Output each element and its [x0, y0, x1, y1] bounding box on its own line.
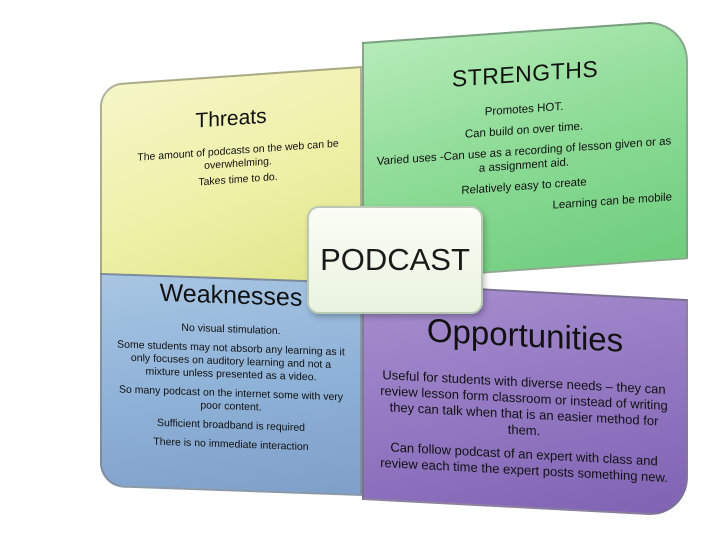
opportunities-item: Can follow podcast of an expert with cla… [380, 439, 668, 486]
opportunities-title: Opportunities [426, 311, 624, 359]
center-label: PODCAST [320, 242, 470, 277]
weaknesses-item: Some students may not absorb any learnin… [117, 338, 345, 384]
weaknesses-item: Sufficient broadband is required [156, 416, 306, 435]
strengths-title: STRENGTHS [451, 55, 599, 92]
center-label-box: PODCAST [307, 206, 483, 314]
weaknesses-item: No visual stimulation. [181, 321, 281, 338]
threats-title: Threats [195, 104, 267, 133]
opportunities-list: Useful for students with diverse needs –… [380, 367, 668, 494]
threats-list: The amount of podcasts on the web can be… [126, 137, 350, 198]
opportunities-item: Useful for students with diverse needs –… [380, 367, 668, 439]
weaknesses-list: No visual stimulation. Some students may… [114, 319, 348, 461]
weaknesses-item: There is no immediate interaction [153, 435, 309, 454]
weaknesses-item: So many podcast on the internet some wit… [118, 383, 344, 414]
opportunities-quadrant: Opportunities Useful for students with d… [362, 282, 688, 518]
